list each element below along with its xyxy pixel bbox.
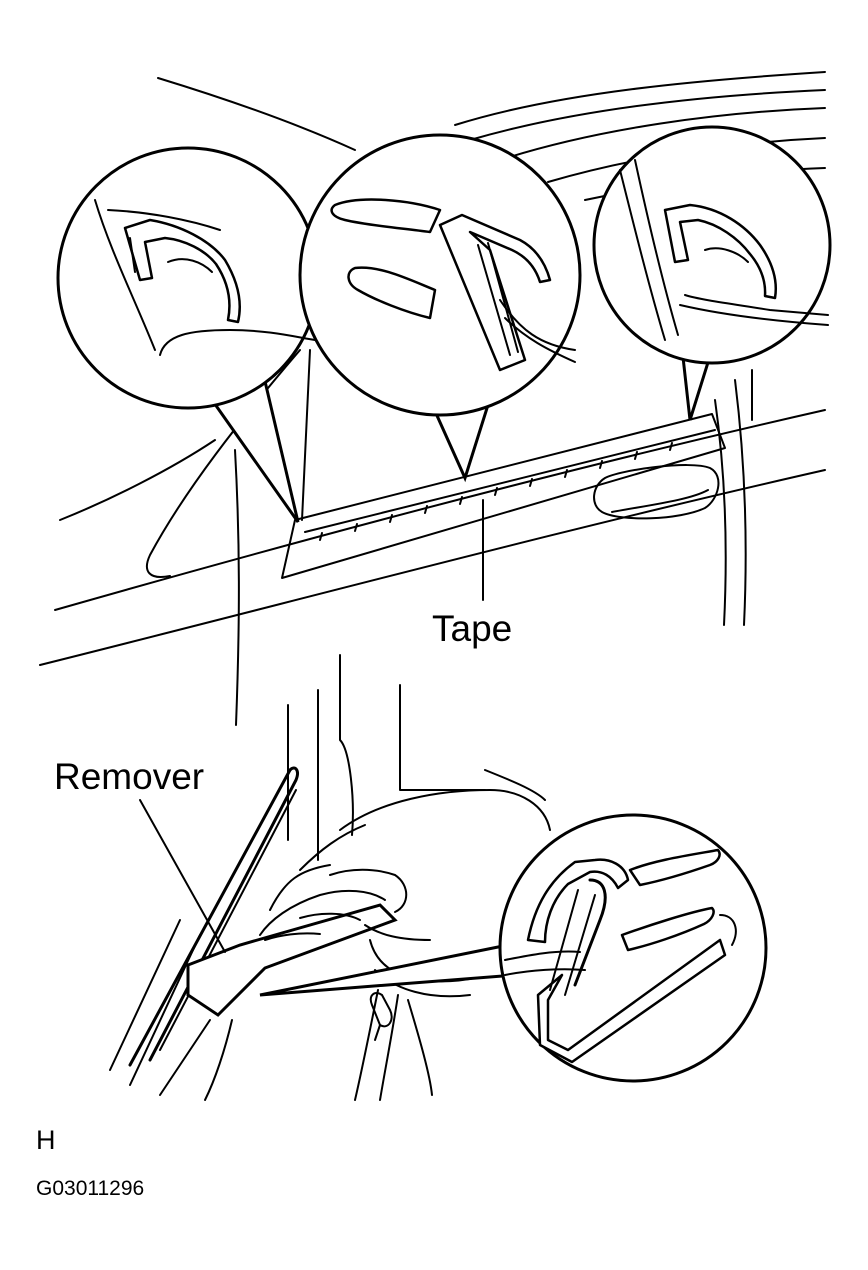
window-molding [281,413,726,579]
door-frame-lower [109,654,546,1101]
view-letter: H [36,1125,56,1155]
detail-circle-right [592,125,832,365]
molding-strip-lower [128,766,299,1067]
body-clip-lower [369,992,393,1041]
remover-label: Remover [54,756,205,797]
detail-circle-middle [298,133,582,417]
figure-code: G03011296 [36,1177,145,1200]
remover-leader-line [139,799,226,953]
detail-circle-lower [498,813,768,1083]
remover-tool [186,903,398,1017]
tape-label: Tape [432,608,513,649]
detail-circle-left [56,146,320,410]
